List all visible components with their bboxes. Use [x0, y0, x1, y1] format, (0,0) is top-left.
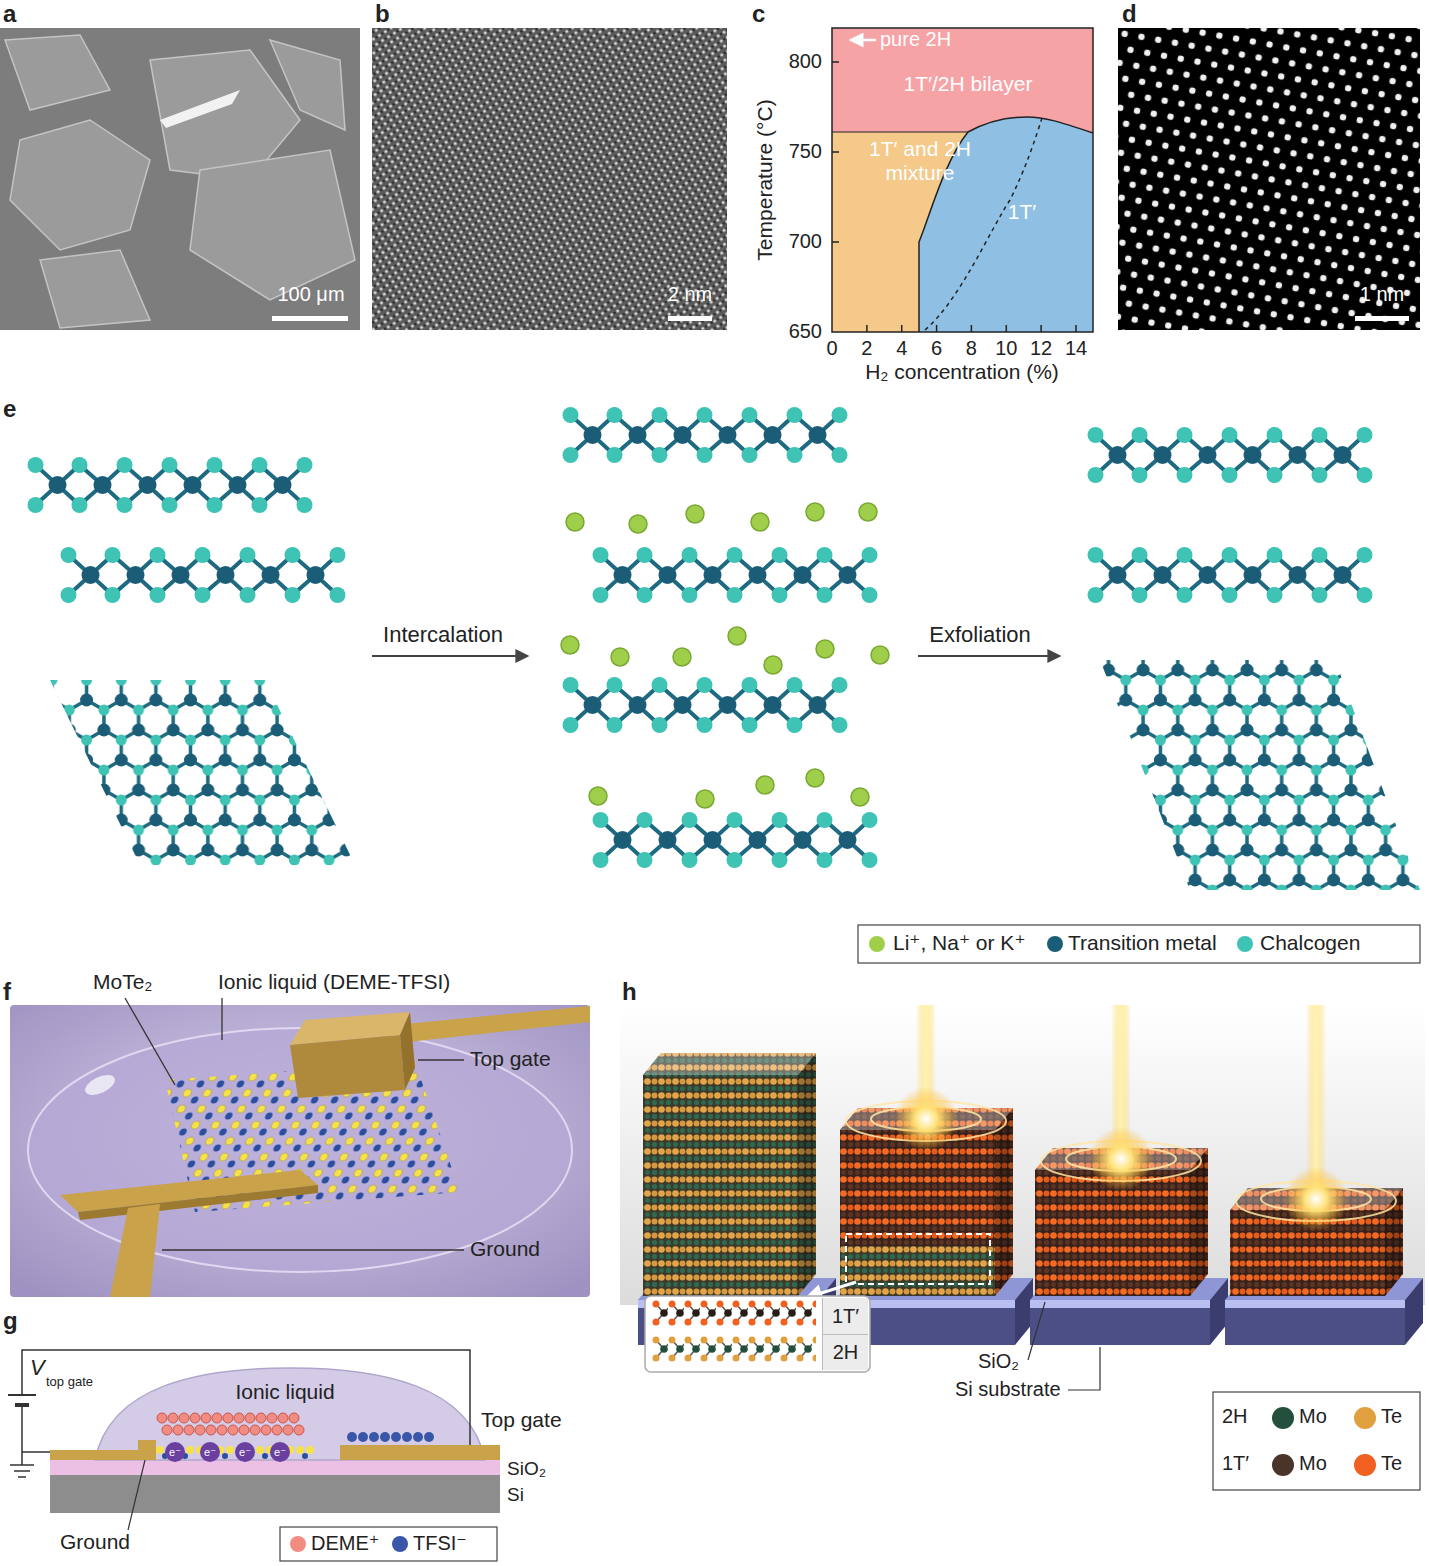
tick-label: 700 [789, 230, 822, 253]
legend-swatch [1272, 1407, 1294, 1429]
panel-letter: f [3, 978, 11, 1006]
panel-letter: c [752, 0, 765, 28]
callout-label: MoTe₂ [93, 970, 153, 994]
laser-phase-patterning [620, 1005, 1425, 1490]
electron-label: e⁻ [239, 1446, 251, 1459]
tick-label: 8 [966, 337, 977, 360]
sem-image [0, 28, 360, 330]
arrow-label: Exfoliation [929, 622, 1031, 647]
callout-label: SiO₂ [978, 1350, 1019, 1373]
legend-swatch [1272, 1454, 1294, 1476]
tick-label: 14 [1065, 337, 1087, 360]
intercalation-scheme [28, 407, 1421, 963]
device-3d [10, 998, 590, 1297]
callout-label: Ionic liquid [235, 1380, 334, 1404]
panel-letter: e [3, 395, 16, 423]
callout-label: Top gate [470, 1047, 551, 1071]
tem-image [372, 28, 727, 330]
arrow-label: Intercalation [383, 622, 503, 647]
electron-label: e⁻ [274, 1446, 286, 1459]
callout-label: Ground [470, 1237, 540, 1261]
tick-label: 10 [995, 337, 1017, 360]
tick-label: 6 [931, 337, 942, 360]
legend-swatch [1354, 1454, 1376, 1476]
legend-text: Chalcogen [1260, 931, 1360, 955]
panel-letter: d [1122, 0, 1137, 28]
cell-text: 1T′ [832, 1305, 859, 1328]
legend-swatch [869, 936, 885, 952]
legend-text: Li⁺, Na⁺ or K⁺ [893, 931, 1025, 955]
callout-label: Ground [60, 1530, 130, 1554]
table-cell: 1T′ [822, 1298, 868, 1334]
electron-label: e⁻ [204, 1446, 216, 1459]
callout-label: SiO₂ [507, 1458, 546, 1480]
legend-row-label: 1T′ [1222, 1452, 1249, 1475]
legend-text: TFSI⁻ [413, 1532, 467, 1555]
stem-image [1118, 28, 1420, 330]
tick-label: 0 [826, 337, 837, 360]
scale-label: 2 nm [668, 283, 712, 306]
callout-label: Si [507, 1484, 524, 1506]
region-label: 1T′ [1008, 200, 1036, 224]
callout-label: Ionic liquid (DEME-TFSI) [218, 970, 450, 994]
electron-label: e⁻ [169, 1446, 181, 1459]
legend-swatch [1047, 936, 1063, 952]
tick-label: 800 [789, 50, 822, 73]
phase-diagram [832, 28, 1093, 332]
tick-label: 750 [789, 140, 822, 163]
callout-label: Si substrate [955, 1378, 1061, 1401]
legend-text: Mo [1299, 1405, 1327, 1428]
panel-letter: b [375, 0, 390, 28]
legend-swatch [392, 1536, 408, 1552]
legend-text: Te [1381, 1405, 1402, 1428]
legend-swatch [1237, 936, 1253, 952]
region-label: 1T′ and 2H mixture [845, 137, 995, 185]
panel-letter: h [622, 978, 637, 1006]
tick-label: 650 [789, 320, 822, 343]
cell-text: 2H [833, 1341, 859, 1364]
tick-label: 2 [861, 337, 872, 360]
legend-swatch [290, 1536, 306, 1552]
region-label: 1T′/2H bilayer [904, 72, 1033, 96]
scale-label: 100 μm [277, 283, 344, 306]
panel-letter: g [3, 1307, 18, 1335]
axis-title: Temperature (°C) [753, 99, 777, 260]
legend-text: Mo [1299, 1452, 1327, 1475]
axis-title: H₂ concentration (%) [865, 360, 1059, 384]
region-label: pure 2H [880, 28, 951, 51]
voltage-subscript: top gate [46, 1375, 93, 1390]
legend-row-label: 2H [1222, 1405, 1248, 1428]
callout-label: Top gate [481, 1408, 562, 1432]
scale-label: 1 nm [1360, 283, 1404, 306]
device-cross-section [8, 1350, 500, 1561]
legend-text: Te [1381, 1452, 1402, 1475]
tick-label: 4 [896, 337, 907, 360]
voltage-symbol: V [30, 1355, 45, 1380]
legend-text: Transition metal [1068, 931, 1217, 955]
table-cell: 2H [822, 1334, 868, 1370]
legend-swatch [1354, 1407, 1376, 1429]
legend-text: DEME⁺ [311, 1532, 379, 1555]
panel-letter: a [3, 0, 16, 28]
tick-label: 12 [1030, 337, 1052, 360]
